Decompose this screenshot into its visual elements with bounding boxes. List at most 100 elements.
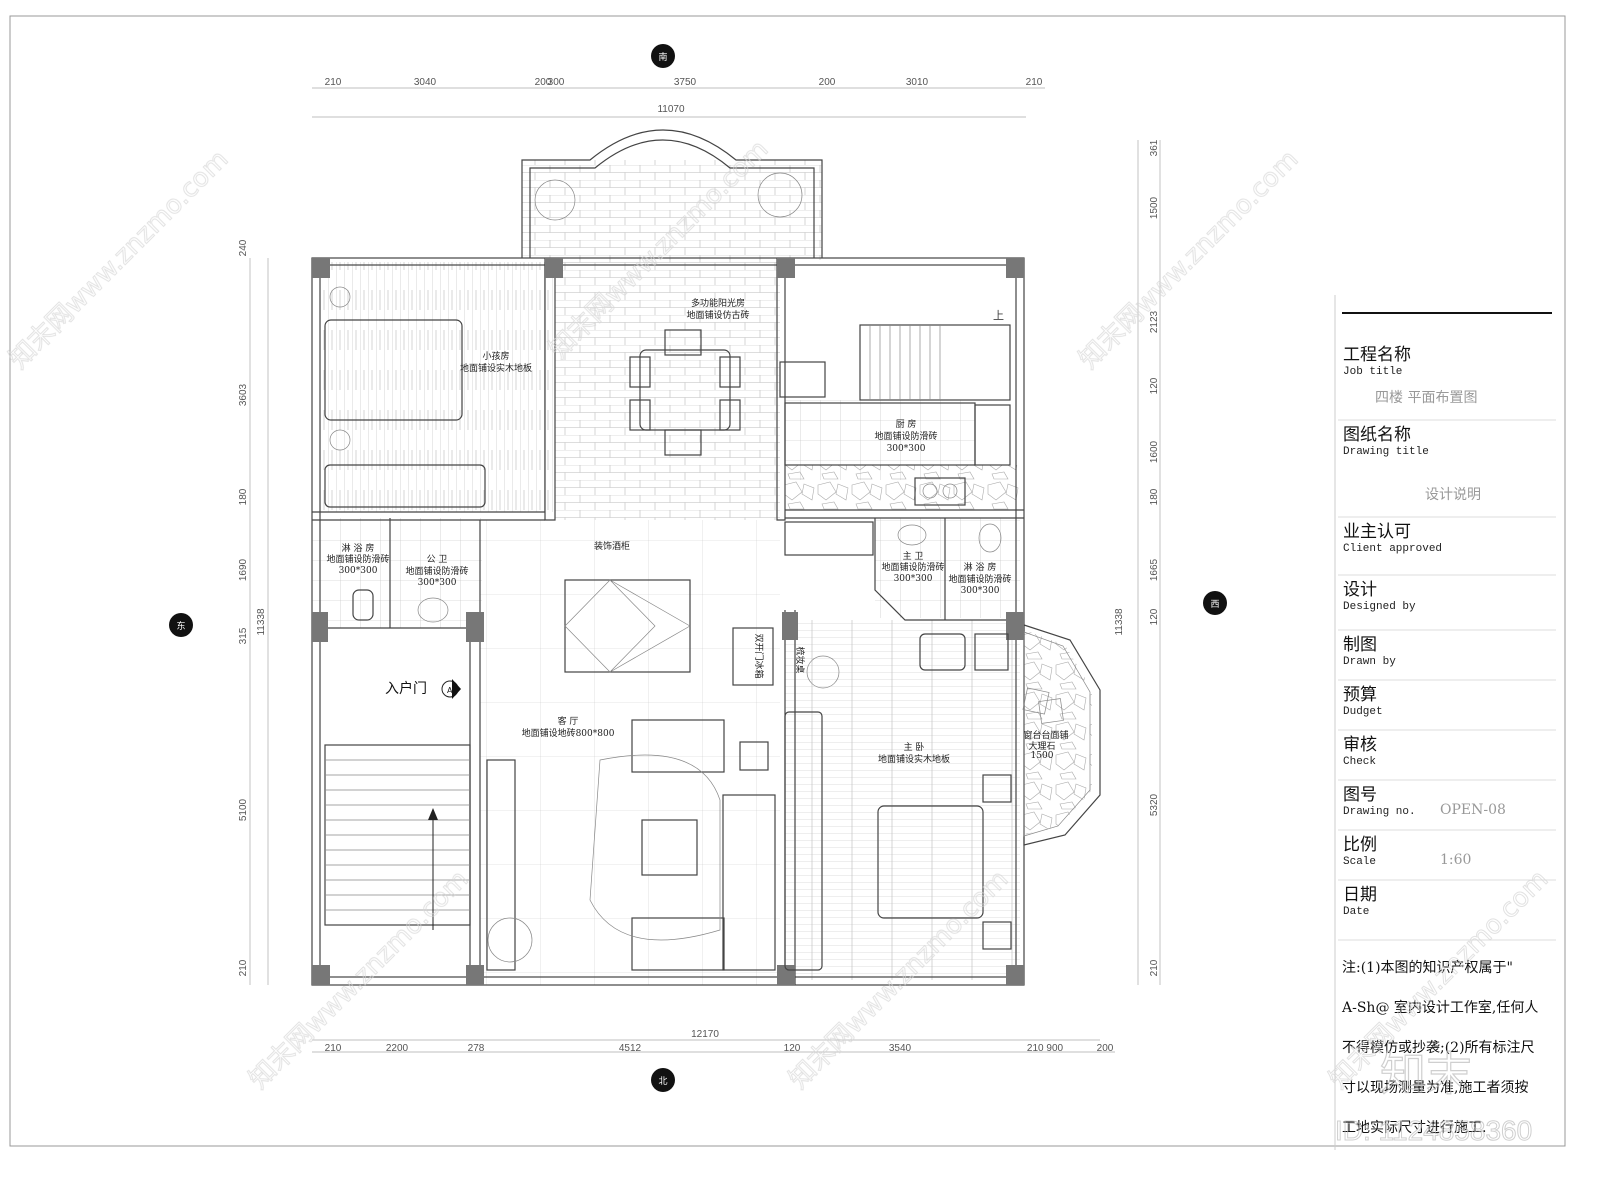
dim-right: 1500	[1149, 196, 1160, 219]
shower-right-size: 300*300	[961, 586, 1000, 596]
title-block-label-cn: 设计	[1343, 580, 1377, 600]
compass-east: 东	[169, 613, 193, 637]
master-bath-size: 300*300	[894, 574, 933, 584]
title-block-label-en: Designed by	[1343, 601, 1416, 613]
title-block-label-en: Drawing no.	[1343, 806, 1416, 818]
dim-right-total: 11338	[1114, 608, 1125, 636]
room-labels: 小孩房 地面铺设实木地板 多功能阳光房 地面铺设仿古砖 厨 房 地面铺设防滑砖 …	[326, 297, 1068, 765]
dim-left: 180	[238, 488, 249, 505]
compass-south-label: 南	[658, 51, 667, 63]
public-wc-name: 公 卫	[427, 554, 448, 565]
wine-cabinet-label: 装饰酒柜	[594, 540, 630, 552]
compass-west: 西	[1203, 591, 1227, 615]
dim-top: 3010	[906, 77, 929, 88]
side-table	[974, 633, 1009, 671]
title-block-label-en: Dudget	[1343, 706, 1383, 718]
kitchen-size: 300*300	[887, 444, 926, 454]
title-block-value: OPEN-08	[1440, 802, 1506, 818]
dim-bottom: 2200	[386, 1043, 409, 1054]
stove	[914, 477, 966, 506]
title-block-label-en: Drawn by	[1343, 656, 1396, 668]
master-bedroom-name: 主 卧	[904, 741, 925, 753]
kids-wardrobe	[324, 464, 486, 508]
dim-left: 1690	[238, 558, 249, 581]
watermark-logo: 知末	[1380, 1047, 1472, 1101]
dimension-lines	[249, 87, 1161, 1053]
compass-south: 南	[651, 44, 675, 68]
dim-right: 120	[1149, 608, 1160, 625]
dim-right: 1600	[1149, 440, 1160, 463]
dresser-stool	[806, 655, 840, 689]
kids-room-name: 小孩房	[482, 350, 509, 362]
dim-top: 300	[548, 77, 565, 88]
title-block-label-cn: 图纸名称	[1343, 425, 1411, 445]
furniture	[324, 172, 1064, 971]
compass-north-label: 北	[658, 1076, 667, 1087]
living-room-name: 客 厅	[558, 715, 579, 727]
shower-left-floor: 地面铺设防滑砖	[326, 553, 389, 565]
shower-left-size: 300*300	[339, 566, 378, 576]
dim-bottom: 120	[784, 1043, 801, 1054]
title-block-note: 不得模仿或抄袭;(2)所有标注尺	[1342, 1039, 1535, 1056]
master-bath-name: 主 卫	[903, 550, 924, 562]
dim-bottom: 3540	[889, 1043, 912, 1054]
rug	[589, 754, 721, 941]
watermark-text: 知末网www.znzmo.com	[4, 144, 235, 375]
title-block-note: A-Sh@ 室内设计工作室,任何人	[1341, 999, 1538, 1016]
dim-bottom-total: 12170	[691, 1029, 719, 1040]
dim-top-total: 11070	[657, 104, 685, 115]
dim-top: 210	[1026, 77, 1043, 88]
title-block-label-cn: 预算	[1343, 685, 1377, 705]
toilet-left	[352, 589, 374, 621]
watermark-id: ID: 1124858360	[1335, 1115, 1532, 1146]
shower-left-name: 淋 浴 房	[342, 542, 375, 554]
dim-right: 1665	[1149, 558, 1160, 581]
master-bath-floor: 地面铺设防滑砖	[881, 561, 944, 573]
armchair-master	[919, 633, 966, 671]
double-sink	[974, 404, 1011, 466]
dim-top: 200	[535, 77, 552, 88]
bay-window-line2: 大理石	[1028, 740, 1055, 752]
title-block-label-cn: 日期	[1343, 885, 1377, 905]
sofa	[722, 794, 776, 971]
kitchen-floor: 地面铺设防滑砖	[874, 430, 937, 442]
dim-right: 120	[1149, 377, 1160, 394]
dim-right: 180	[1149, 488, 1160, 505]
watermark-text: 知末网www.znzmo.com	[244, 864, 475, 1095]
title-block-value: 设计说明	[1425, 487, 1481, 503]
title-block-value: 1:60	[1440, 852, 1471, 868]
kids-room-floor: 地面铺设实木地板	[460, 362, 532, 374]
master-wardrobe	[784, 711, 823, 971]
entrance-marker-icon: A	[441, 679, 461, 699]
kids-bed	[324, 319, 463, 421]
dim-left: 5100	[238, 798, 249, 821]
shower-right-name: 淋 浴 房	[964, 561, 997, 573]
dim-right: 361	[1149, 139, 1160, 156]
armchair	[631, 719, 725, 773]
master-bed	[877, 805, 984, 919]
title-block-label-cn: 工程名称	[1343, 345, 1411, 365]
basin-master	[897, 524, 927, 546]
sunroom-floor: 地面铺设仿古砖	[686, 309, 749, 321]
title-block-label-en: Client approved	[1343, 543, 1442, 555]
dim-top: 3750	[674, 77, 697, 88]
master-wardrobe-top	[784, 521, 874, 556]
title-block-value: 四楼 平面布置图	[1375, 390, 1477, 406]
title-block-label-cn: 审核	[1343, 735, 1377, 755]
compass-west-label: 西	[1210, 599, 1219, 610]
title-block-label-cn: 图号	[1343, 785, 1377, 805]
dim-top: 3040	[414, 77, 437, 88]
master-bedroom-floor: 地面铺设实木地板	[878, 753, 950, 765]
toilet-master	[978, 523, 1002, 553]
dim-bottom: 278	[468, 1043, 485, 1054]
coffee-table	[641, 819, 698, 876]
dim-bottom: 200	[1097, 1043, 1114, 1054]
compass-east-label: 东	[176, 620, 185, 632]
dim-right: 210	[1149, 959, 1160, 976]
basin-left	[417, 597, 449, 623]
shower-right-floor: 地面铺设防滑砖	[948, 573, 1011, 585]
dim-left-total: 11338	[256, 608, 267, 636]
dim-left: 3603	[238, 383, 249, 406]
